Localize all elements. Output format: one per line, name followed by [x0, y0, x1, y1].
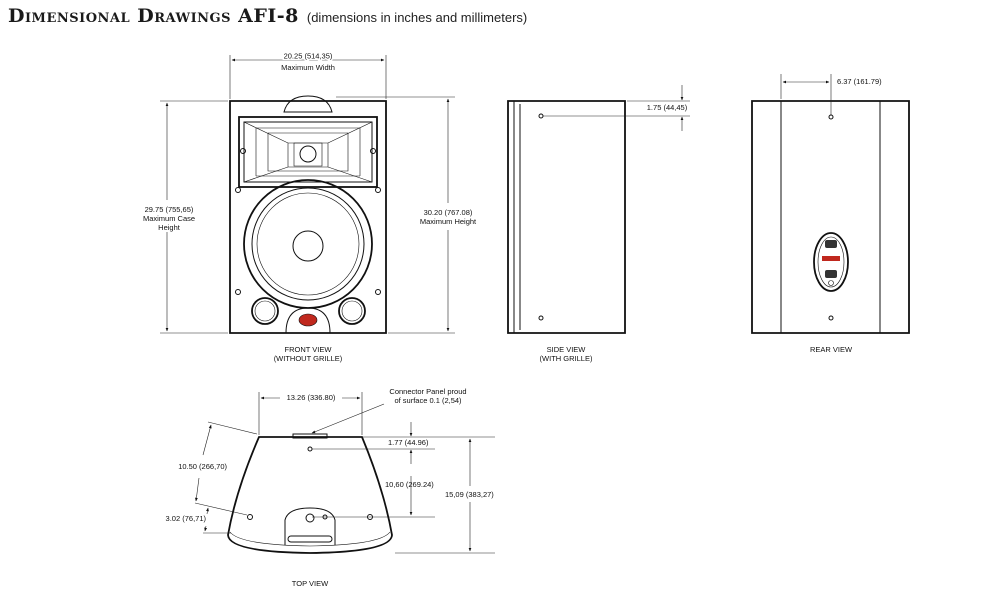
horn-outer [238, 116, 378, 188]
front-cabinet-outline [229, 100, 387, 334]
side-view-caption-sub: (WITH GRILLE) [540, 354, 593, 363]
top-connector-note-2: of surface 0.1 (2,54) [394, 396, 462, 405]
top-dimension-1: 1.77 (44.96) [388, 438, 429, 447]
top-width-value: 13.26 (336.80) [287, 393, 336, 402]
top-dimension-5: 3.02 (76,71) [166, 514, 207, 523]
connector-bottom [825, 270, 837, 278]
side-dimension-value: 1.75 (44,45) [647, 103, 688, 112]
side-mount-screw-top [538, 113, 544, 119]
front-max-height-label: Maximum Height [420, 217, 477, 226]
front-view-caption-sub: (WITHOUT GRILLE) [274, 354, 343, 363]
rear-connector-panel [813, 232, 849, 292]
title-subtitle: (dimensions in inches and millimeters) [306, 10, 528, 25]
rear-view: 6.37 (161.79) REAR VIEW [751, 74, 910, 354]
horn-inner [243, 121, 373, 183]
side-mount-screw-bottom [538, 315, 544, 321]
rear-label-badge [822, 256, 840, 261]
front-case-height-value: 29.75 (755,65) [145, 205, 194, 214]
left-port [251, 297, 279, 325]
side-view-caption: SIDE VIEW [547, 345, 587, 354]
rear-cabinet-outline [751, 100, 910, 334]
connector-top [825, 240, 837, 248]
top-dimension-3: 15,09 (383,27) [445, 490, 494, 499]
front-max-width-value: 20.25 (514,35) [284, 52, 333, 61]
rear-view-caption: REAR VIEW [810, 345, 853, 354]
top-handle [283, 95, 333, 113]
rear-mount-screw-bottom [828, 315, 834, 321]
title-main: Dimensional Drawings AFI-8 [8, 5, 299, 27]
top-view: 13.26 (336.80) Connector Panel proud of … [166, 387, 495, 588]
top-dimension-4: 10.50 (266,70) [178, 462, 227, 471]
front-max-width-label: Maximum Width [281, 63, 335, 72]
front-max-height-value: 30.20 (767.08) [424, 208, 473, 217]
top-connector-note-1: Connector Panel proud [389, 387, 466, 396]
front-case-height-label-2: Height [158, 223, 181, 232]
logo-badge [298, 313, 318, 327]
rear-dimension-value: 6.37 (161.79) [837, 77, 882, 86]
front-view-caption: FRONT VIEW [285, 345, 333, 354]
top-body-outline [227, 436, 393, 554]
woofer-dustcap [292, 230, 324, 262]
page-title: Dimensional Drawings AFI-8 (dimensions i… [8, 5, 527, 27]
front-view: 20.25 (514,35) Maximum Width 29.75 (755,… [143, 50, 477, 363]
rear-mount-screw-top [828, 114, 834, 120]
right-port [338, 297, 366, 325]
top-connector-bump [292, 433, 328, 439]
horn-driver [299, 145, 317, 163]
top-view-caption: TOP VIEW [292, 579, 329, 588]
top-dimension-2: 10,60 (269.24) [385, 480, 434, 489]
logo-plate [285, 307, 331, 334]
side-cabinet-outline [507, 100, 626, 334]
woofer-basket [243, 179, 373, 309]
front-case-height-label-1: Maximum Case [143, 214, 195, 223]
side-view: 1.75 (44,45) SIDE VIEW (WITH GRILLE) [507, 85, 690, 363]
top-mount-bracket [284, 507, 336, 545]
